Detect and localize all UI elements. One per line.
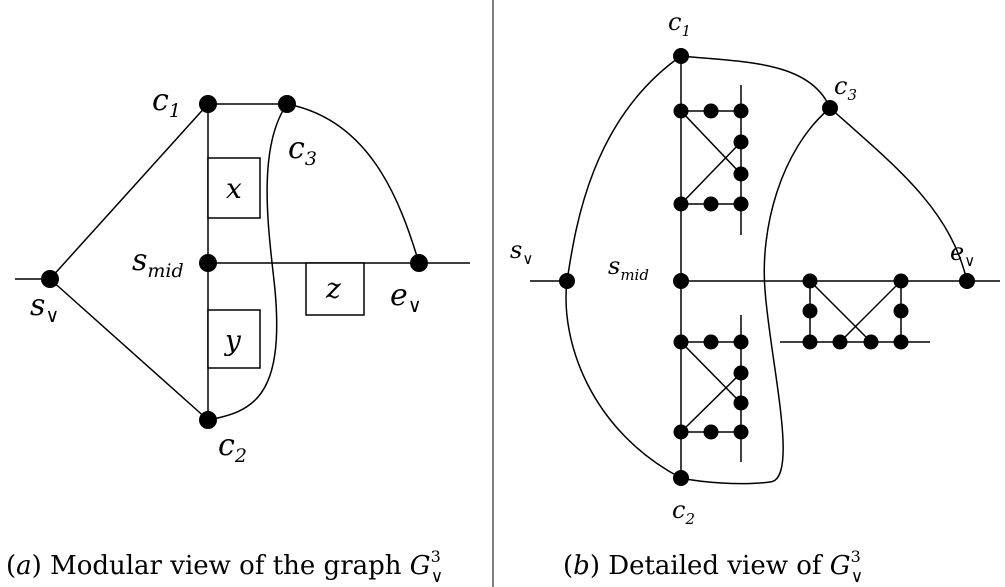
gadget-lower: [673, 315, 749, 462]
label-a-c1: c1: [152, 83, 181, 122]
box-label-x: x: [226, 172, 242, 205]
box-label-z: z: [325, 272, 341, 305]
module-box-z: [305, 262, 365, 316]
node-a-e-or: [410, 254, 428, 272]
label-a-c2: c2: [218, 428, 247, 467]
label-a-s-mid: smid: [132, 243, 184, 282]
label-b-c1: c1: [668, 8, 691, 40]
edge-a-sor-c2: [49, 278, 209, 421]
node-b-s-mid: [673, 273, 689, 289]
gadget-upper: [673, 85, 749, 235]
label-a-e-or: e∨: [390, 278, 422, 317]
node-a-s-mid: [199, 254, 217, 272]
gadget-right: [780, 273, 930, 350]
label-a-c3: c3: [288, 131, 317, 170]
node-b-c1: [673, 48, 689, 64]
panel-b-detailed-view: c1 c3 c2 s∨ smid e∨ (b) Detailed view of…: [510, 8, 1000, 587]
label-b-c3: c3: [834, 72, 857, 104]
caption-b: (b) Detailed view of G3∨: [563, 547, 863, 587]
label-b-s-mid: smid: [608, 252, 649, 284]
caption-a: (a) Modular view of the graph G3∨: [6, 547, 443, 587]
node-b-c2: [673, 470, 689, 486]
edge-a-sor-c1: [49, 103, 209, 280]
module-box-y: [207, 309, 261, 369]
panel-a-modular-view: x y z c1 c3 c2 s∨ smid e∨ (a) Modular vi…: [6, 83, 470, 587]
node-a-c1: [199, 95, 217, 113]
label-b-e-or: e∨: [950, 238, 975, 270]
edge-b-c3-eor: [829, 107, 968, 282]
node-b-e-or: [959, 273, 975, 289]
edge-b-c3-c2: [680, 107, 831, 485]
node-b-s-or: [559, 273, 575, 289]
edge-a-c3-c2: [207, 103, 288, 421]
label-b-c2: c2: [672, 496, 695, 528]
node-b-c3: [822, 100, 838, 116]
label-a-s-or: s∨: [30, 288, 59, 327]
label-b-s-or: s∨: [510, 236, 533, 268]
node-a-c2: [199, 411, 217, 429]
node-a-c3: [278, 95, 296, 113]
edge-a-c3-eor: [286, 103, 420, 264]
box-label-y: y: [223, 324, 242, 357]
edge-b-c1-c3: [680, 55, 831, 109]
module-box-x: [207, 157, 261, 219]
node-a-s-or: [41, 270, 59, 288]
